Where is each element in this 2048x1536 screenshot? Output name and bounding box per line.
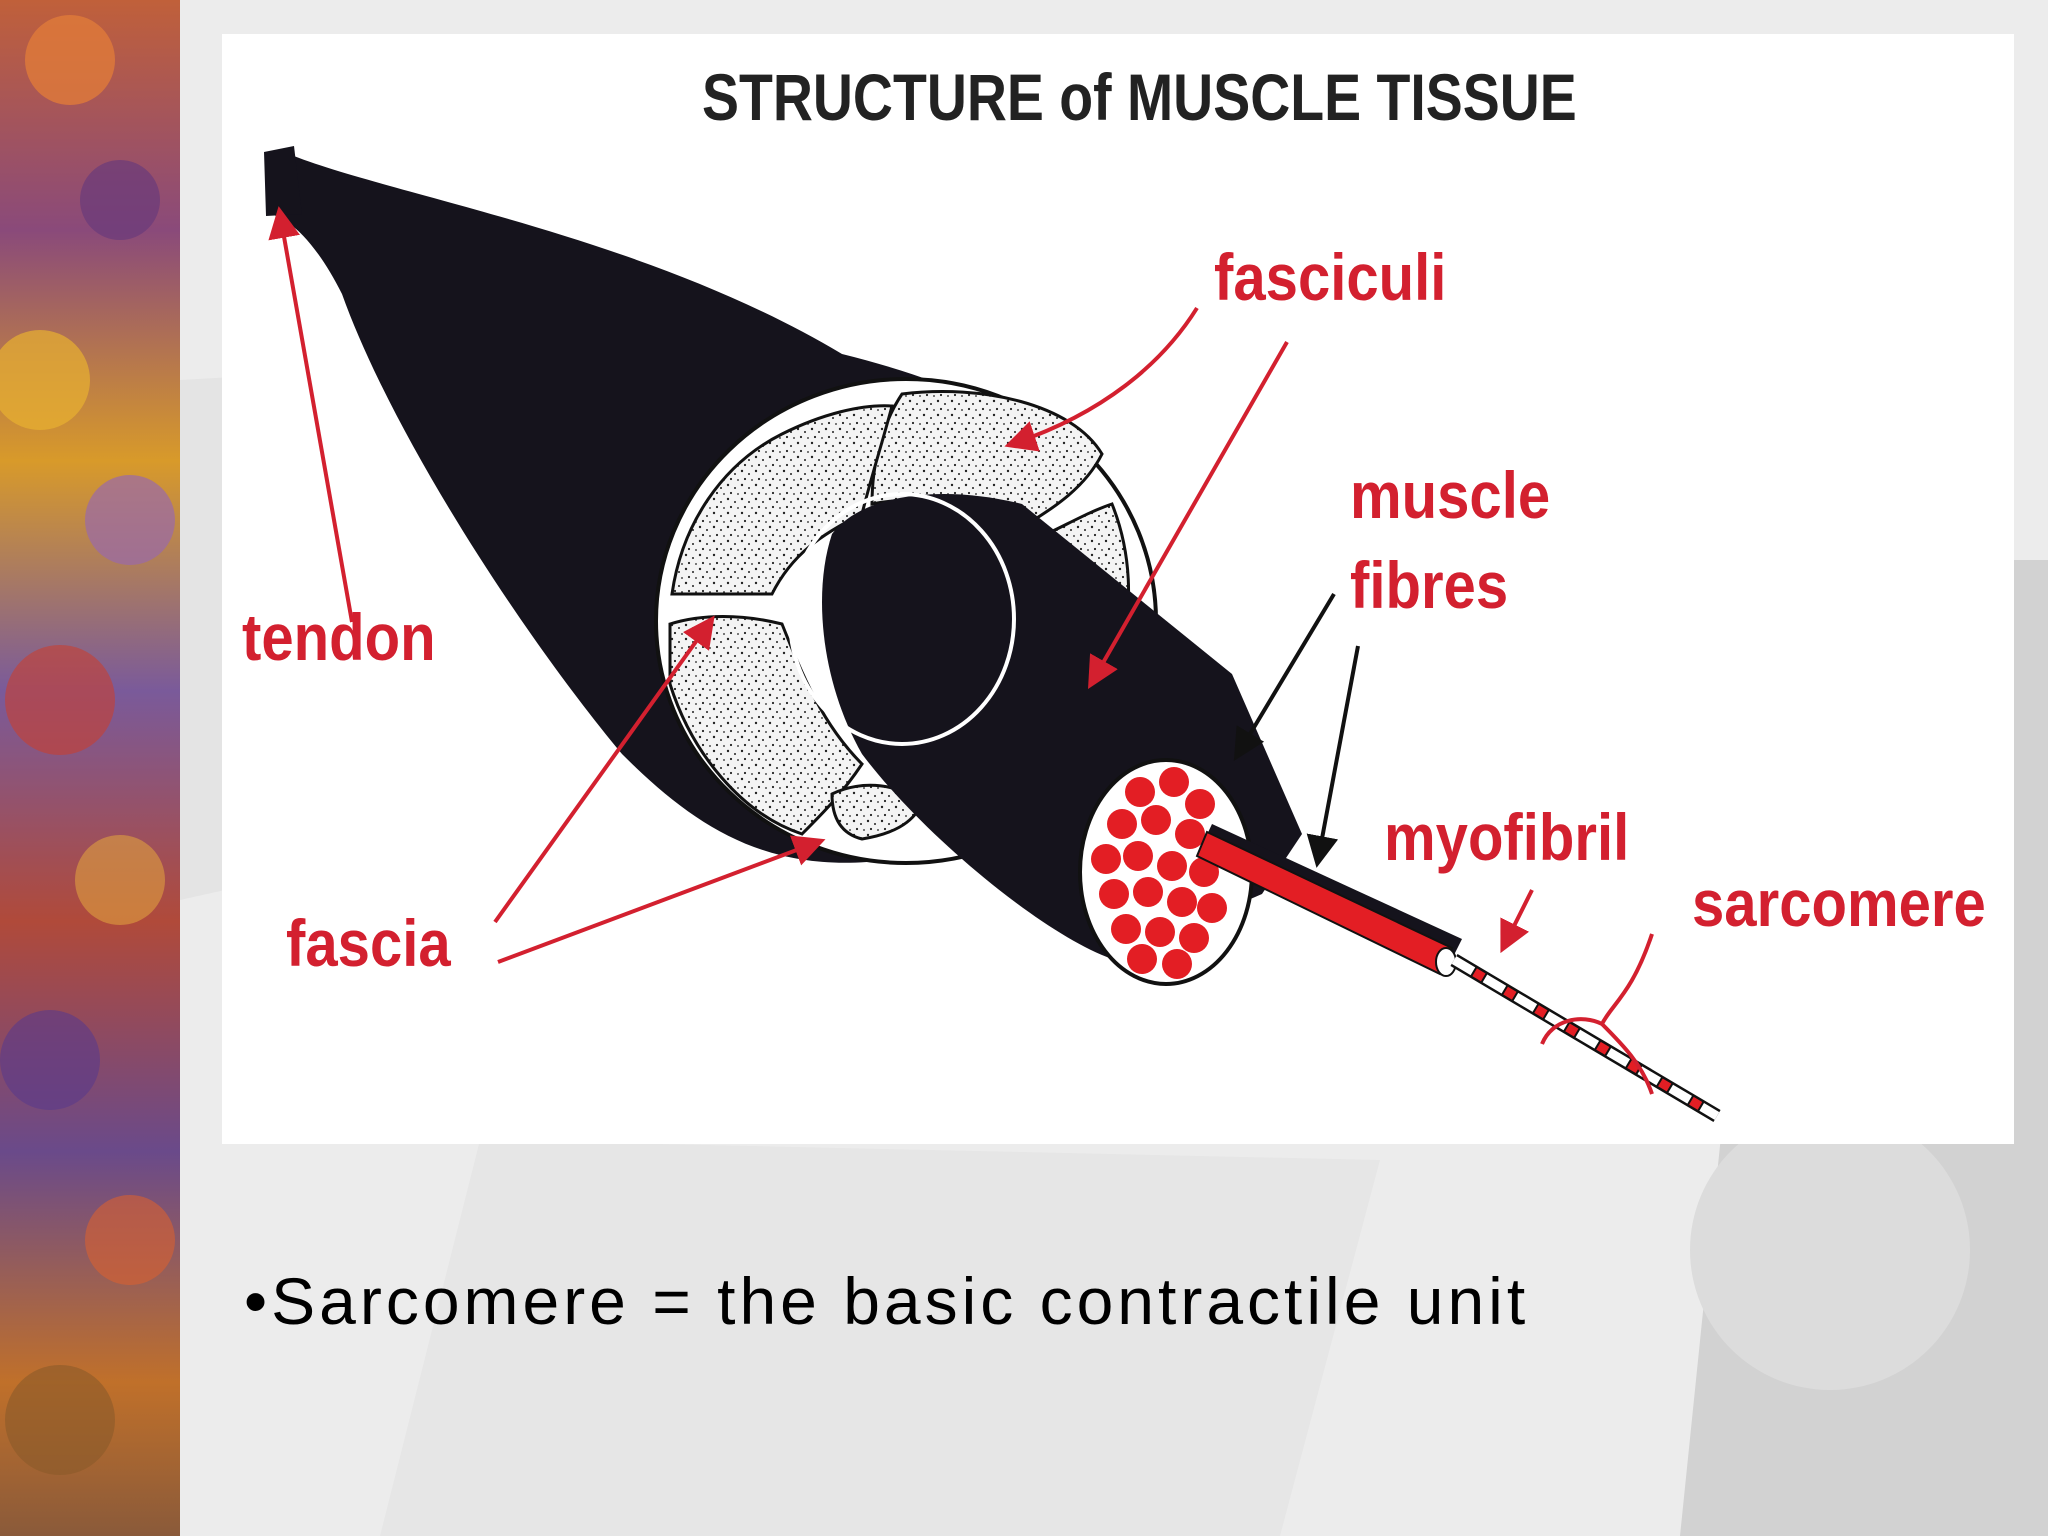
label-myofibril: myofibril: [1384, 800, 1630, 874]
fascia-arrow-2: [497, 835, 826, 964]
myofibril-arrow: [1500, 889, 1534, 954]
fasciculi-arrow-1: [1004, 306, 1199, 452]
fascia-arrow-1: [493, 615, 715, 924]
label-tendon: tendon: [242, 600, 436, 674]
fasciculus-3: [668, 615, 864, 836]
sarcomere-brace: [1540, 933, 1654, 1095]
label-fasciculi: fasciculi: [1214, 240, 1447, 314]
sarcomere-strand: [1450, 953, 1721, 1123]
muscle-fibre-circles: [1091, 767, 1227, 979]
fasciculi-arrow-2: [1088, 341, 1289, 689]
label-muscle-fibres-line1: muscle: [1350, 458, 1551, 532]
fasciculus-2: [670, 404, 894, 596]
label-muscle-fibres-line2: fibres: [1350, 548, 1509, 622]
muscle-diagram-panel: STRUCTURE of MUSCLE TISSUE tendon fascic…: [222, 34, 2014, 1144]
muscle-structure-diagram: [264, 146, 1721, 1123]
label-arrows: [268, 206, 1654, 1095]
fasciculus-5: [830, 783, 924, 841]
fibres-arrow-1: [1233, 592, 1336, 761]
decorative-side-strip: [0, 0, 180, 1536]
fibres-arrow-2: [1306, 645, 1360, 868]
label-sarcomere: sarcomere: [1692, 866, 1986, 940]
tendon-tip: [264, 146, 302, 216]
label-fascia: fascia: [286, 906, 451, 980]
tendon-arrow: [268, 206, 354, 623]
slide-bullet: •Sarcomere = the basic contractile unit: [244, 1264, 1530, 1338]
diagram-title: STRUCTURE of MUSCLE TISSUE: [702, 60, 1577, 134]
